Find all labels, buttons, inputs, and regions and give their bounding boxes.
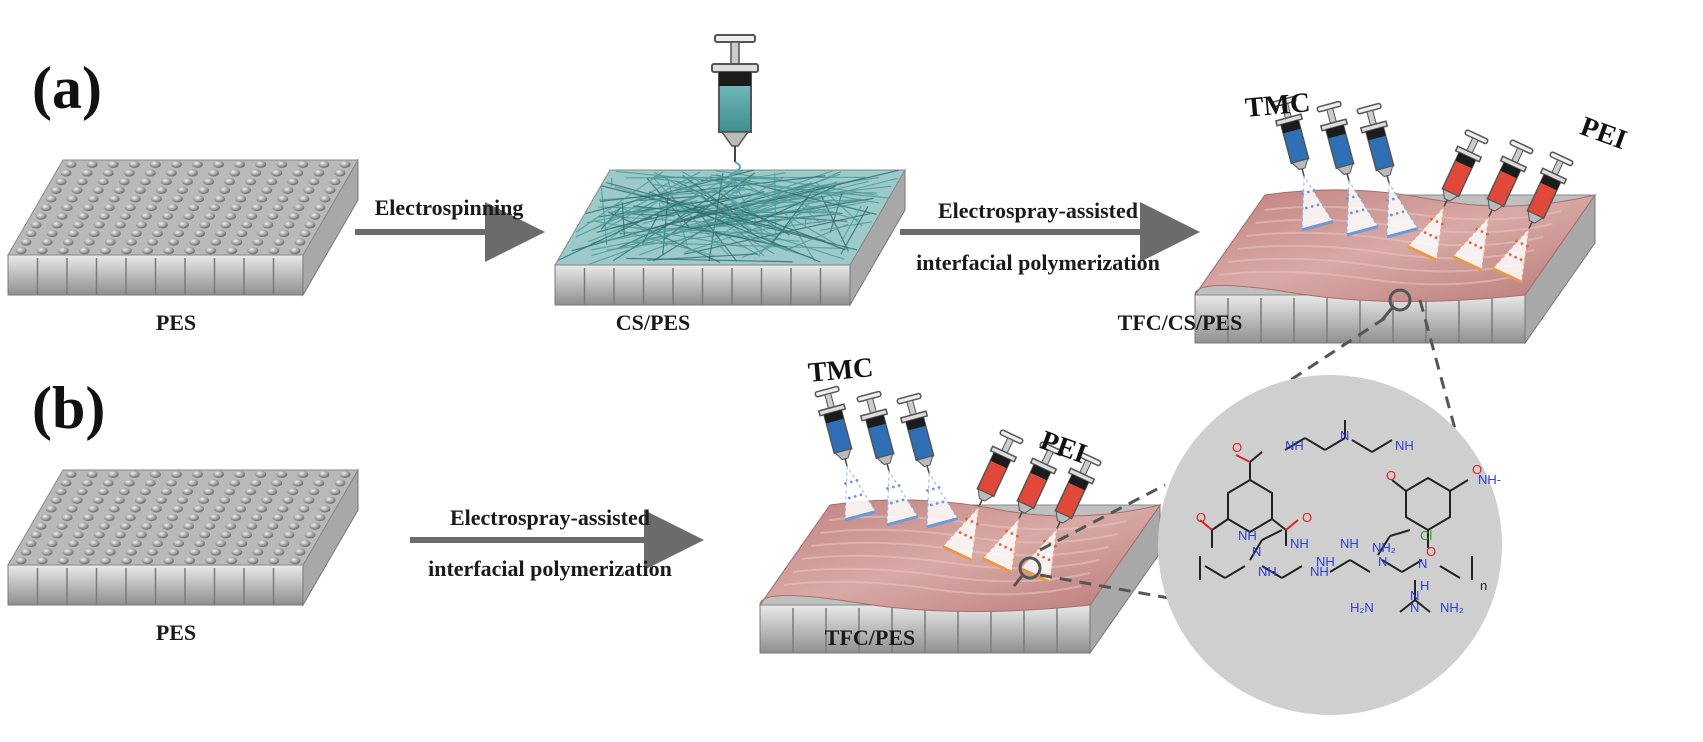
structure-label: N [1378,554,1387,569]
caption-cs-pes: CS/PES [616,310,691,336]
structure-label: N [1252,544,1261,559]
caption-pes-b: PES [156,620,196,646]
step-label-electrospinning: Electrospinning [375,195,524,221]
structure-label: NH₂ [1372,540,1396,555]
pes-membrane-b [8,470,358,605]
structure-label: H [1420,578,1429,593]
structure-label: NH [1395,438,1414,453]
step-label-electrospray-b-line1: Electrospray-assisted [450,505,650,531]
structure-label: O [1232,440,1242,455]
structure-label: NH [1316,554,1335,569]
caption-pes-a: PES [156,310,196,336]
structure-label: O [1196,510,1206,525]
structure-label: O [1386,468,1396,483]
structure-label: O [1426,544,1436,559]
structure-label: NH [1285,438,1304,453]
structure-label: NH [1238,528,1257,543]
step-label-electrospray-a-line2: interfacial polymerization [916,250,1160,276]
step-label-electrospray-b-line2: interfacial polymerization [428,556,672,582]
reagent-tmc-a: TMC [1244,87,1312,125]
structure-label: NH [1290,536,1309,551]
cs-pes-membrane [555,170,905,305]
pes-membrane-a [8,160,358,295]
structure-label: NH [1258,564,1277,579]
structure-label: Cl [1420,528,1432,543]
step-label-electrospray-a-line1: Electrospray-assisted [938,198,1138,224]
structure-label: N [1340,428,1349,443]
caption-tfc-cs-pes: TFC/CS/PES [1118,310,1243,336]
panel-label-b: (b) [32,378,105,438]
structure-label: O [1472,462,1482,477]
structure-label: NH [1340,536,1359,551]
structure-label: NH₂ [1440,600,1464,615]
reagent-tmc-b: TMC [807,352,875,390]
structure-label: H₂N [1350,600,1374,615]
panel-label-a: (a) [32,58,102,118]
tfc-pes-membrane [760,500,1160,653]
structure-label: O [1302,510,1312,525]
structure-label: n [1480,578,1487,593]
caption-tfc-pes: TFC/PES [825,625,915,651]
structure-label: N [1410,600,1419,615]
